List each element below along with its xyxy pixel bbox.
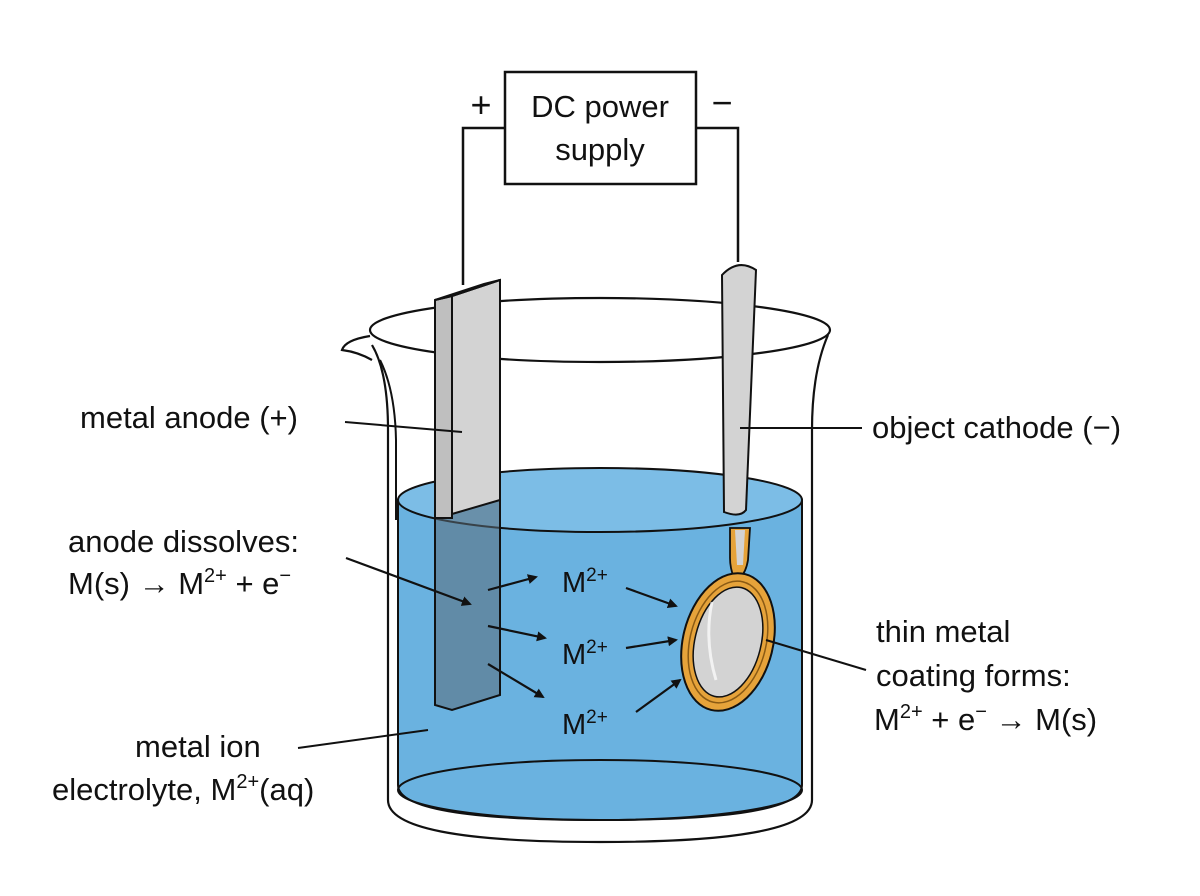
object-cathode-spoon: [680, 264, 776, 712]
leader-lines: [297, 421, 867, 749]
anode-label: metal anode (+): [80, 400, 298, 435]
arrow-to-ion-2: [487, 624, 547, 642]
anode-leader: [344, 421, 463, 433]
ion-label-2: M2+: [562, 637, 608, 671]
positive-wire: [461, 126, 505, 285]
positive-terminal-sign: +: [470, 84, 491, 125]
ion-arrows: [345, 556, 682, 713]
cathode-label: object cathode (−): [872, 410, 1121, 445]
annotation-labels: metal anode (+) object cathode (−) anode…: [52, 400, 1121, 807]
coating-label-line1: thin metal: [876, 614, 1010, 649]
dissolve-arrow: [345, 556, 472, 606]
power-supply-label-line1: DC power: [531, 89, 669, 124]
ion-1-to-cathode: [625, 586, 678, 608]
electrolyte-leader: [297, 729, 429, 749]
coating-label-line2: coating forms:: [876, 658, 1071, 693]
spoon-handle: [720, 264, 758, 516]
spoon-neck: [735, 530, 745, 565]
beaker-inner-wall: [379, 359, 397, 520]
ion-label-1: M2+: [562, 565, 608, 599]
beaker-outer-wall: [371, 334, 830, 844]
beaker-spout: [340, 334, 373, 361]
ion-2-to-cathode: [625, 636, 678, 650]
coating-leader: [765, 639, 867, 671]
anode-reaction: M(s) → M2+ + e−: [68, 565, 291, 601]
anode-front: [451, 278, 501, 516]
electrolyte-label-line1: metal ion: [135, 729, 261, 764]
anode-dissolves-title: anode dissolves:: [68, 524, 299, 559]
electrolyte-label-line2: electrolyte, M2+(aq): [52, 771, 314, 807]
electrolyte-bottom: [397, 759, 803, 821]
arrow-to-ion-3: [487, 663, 545, 699]
negative-terminal-sign: −: [711, 82, 732, 123]
ion-3-to-cathode: [635, 678, 682, 713]
metal-anode: [434, 278, 501, 712]
circuit-wires: [461, 126, 740, 285]
power-supply-label-line2: supply: [555, 132, 645, 167]
spoon-bowl-coating-inner: [687, 580, 769, 704]
anode-top: [434, 279, 501, 301]
ion-label-3: M2+: [562, 707, 608, 741]
arrow-to-ion-1: [487, 574, 538, 592]
metal-ions: M2+ M2+ M2+: [562, 565, 608, 741]
spoon-bowl-highlight: [707, 601, 718, 681]
negative-wire: [696, 126, 740, 262]
anode-face: [434, 294, 453, 519]
power-supply-box: [503, 70, 698, 186]
dc-power-supply: DC power supply + −: [470, 70, 733, 186]
coating-reaction: M2+ + e− → M(s): [874, 701, 1097, 737]
